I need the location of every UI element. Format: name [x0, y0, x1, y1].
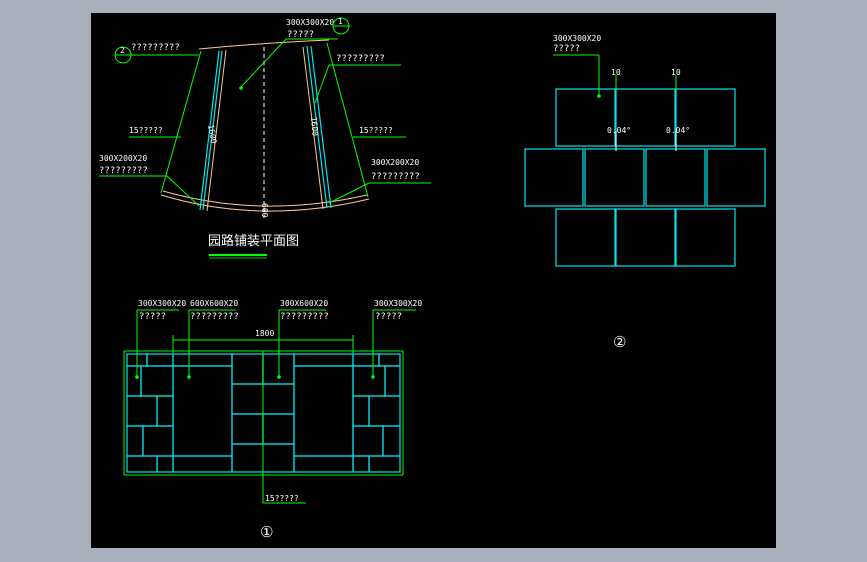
detail-1: 300X300X20 ????? 600X600X20 ????????? 30…	[123, 299, 422, 541]
leader-top	[240, 38, 287, 88]
detail1-callout-3-spec: 300X600X20	[280, 299, 328, 308]
plan-top-spec: 300X300X20	[286, 18, 334, 27]
d1-stone	[378, 353, 401, 367]
d1-dot	[371, 375, 375, 379]
detail2-tile	[615, 208, 676, 267]
detail1-callout-2-spec: 600X600X20	[190, 299, 238, 308]
detail1-callout-4-spec: 300X300X20	[374, 299, 422, 308]
plan-right-strip-a	[306, 45, 328, 209]
section-marker-2-label: 2	[120, 46, 125, 55]
d1-tile	[231, 413, 264, 445]
leader-dot-top	[239, 86, 243, 90]
d1-stone	[352, 455, 370, 473]
detail2-tile	[555, 88, 616, 147]
d1-tile	[172, 353, 233, 367]
d1-dot	[277, 375, 281, 379]
cad-drawing: 1600 1600 600 300X300X20 ????? 1 2 ?????…	[99, 17, 766, 541]
leader-right	[314, 64, 330, 104]
detail2-tile	[675, 88, 736, 147]
plan-right-callout: ?????????	[336, 54, 385, 64]
plan-top-arc	[198, 39, 330, 50]
plan-left-edge	[160, 50, 202, 194]
d1-stone	[142, 425, 174, 457]
plan-dim-right: 1600	[309, 116, 320, 136]
d1-tile	[293, 455, 354, 473]
plan-left-stone-spec: 300X200X20	[99, 154, 147, 163]
plan-left-callout: ?????????	[131, 43, 180, 53]
plan-right-stone-spec: 300X200X20	[371, 158, 419, 167]
plan-right-edge	[326, 42, 369, 198]
detail2-tile	[675, 208, 736, 267]
detail2-dim-a: 10	[611, 68, 621, 77]
d1-stone	[146, 353, 174, 367]
d1-dim-width: 1800	[255, 329, 274, 338]
d1-stone	[352, 365, 386, 397]
paving-plan: 1600 1600 600 300X300X20 ????? 1 2 ?????…	[99, 17, 431, 259]
plan-left-strip-a	[199, 50, 220, 211]
detail1-callout-3-name: ?????????	[280, 312, 329, 322]
detail2-angle-a: 0.04°	[607, 126, 631, 135]
d1-stone	[156, 455, 174, 473]
d1-stone	[156, 395, 174, 427]
d1-large-tile	[172, 365, 233, 457]
plan-left-strip-c	[206, 49, 227, 212]
detail2-marker: ②	[613, 333, 626, 351]
section-marker-1-label: 1	[338, 17, 343, 26]
detail2-tile	[524, 148, 584, 207]
d1-stone	[126, 455, 158, 473]
d1-tile	[262, 413, 295, 445]
detail-2: 300X300X20 ????? 10 10 0.04° 0.04° ②	[524, 34, 766, 351]
d1-stone	[126, 425, 144, 457]
plan-bottom-arc-outer	[160, 194, 370, 212]
detail2-dim-b: 10	[671, 68, 681, 77]
plan-right-strip-c	[302, 46, 324, 210]
plan-dim-left: 1600	[206, 124, 218, 145]
leader-left-stone	[166, 175, 200, 207]
d1-tile	[172, 455, 233, 473]
d1-large-tile	[293, 365, 354, 457]
d1-stone	[126, 365, 142, 397]
d1-tile	[231, 353, 264, 385]
d1-dot	[135, 375, 139, 379]
plan-dim-bottom: 600	[260, 203, 269, 218]
detail2-angle-b: 0.04°	[666, 126, 690, 135]
plan-left-strip-b	[202, 50, 223, 211]
d1-tile	[293, 353, 354, 367]
detail2-tile	[645, 148, 706, 207]
d1-stone	[384, 365, 401, 397]
detail2-name: ?????	[553, 44, 580, 54]
detail2-leader-dot	[597, 94, 601, 98]
drawing-sheet: 1600 1600 600 300X300X20 ????? 1 2 ?????…	[91, 13, 776, 548]
detail2-spec: 300X300X20	[553, 34, 601, 43]
detail2-tile	[555, 208, 616, 267]
d1-stone	[126, 395, 158, 427]
detail2-tile	[706, 148, 766, 207]
plan-title: 园路铺装平面图	[208, 233, 299, 249]
plan-bottom-arc-inner	[162, 190, 368, 207]
detail2-tile	[584, 148, 645, 207]
plan-left-edge-label: 15?????	[129, 126, 163, 135]
detail1-callout-1-name: ?????	[139, 312, 166, 322]
d1-bottom-note: 15?????	[265, 494, 299, 503]
detail1-callout-2-name: ?????????	[190, 312, 239, 322]
d1-stone	[352, 425, 384, 457]
detail1-callout-4-name: ?????	[375, 312, 402, 322]
plan-right-strip-b	[310, 45, 332, 209]
plan-right-edge-label: 15?????	[359, 126, 393, 135]
plan-right-stone-name: ?????????	[371, 172, 420, 182]
detail2-tile	[615, 88, 676, 147]
d1-stone	[140, 365, 174, 397]
leader-right-stone	[328, 182, 370, 204]
d1-stone	[382, 425, 401, 457]
d1-stone	[352, 353, 380, 367]
d1-stone	[368, 455, 401, 473]
plan-left-stone-name: ?????????	[99, 166, 148, 176]
d1-stone	[352, 395, 370, 427]
plan-top-name: ?????	[287, 30, 314, 40]
detail1-callout-1-spec: 300X300X20	[138, 299, 186, 308]
d1-stone	[368, 395, 401, 427]
d1-dot	[187, 375, 191, 379]
detail1-marker: ①	[260, 523, 273, 541]
